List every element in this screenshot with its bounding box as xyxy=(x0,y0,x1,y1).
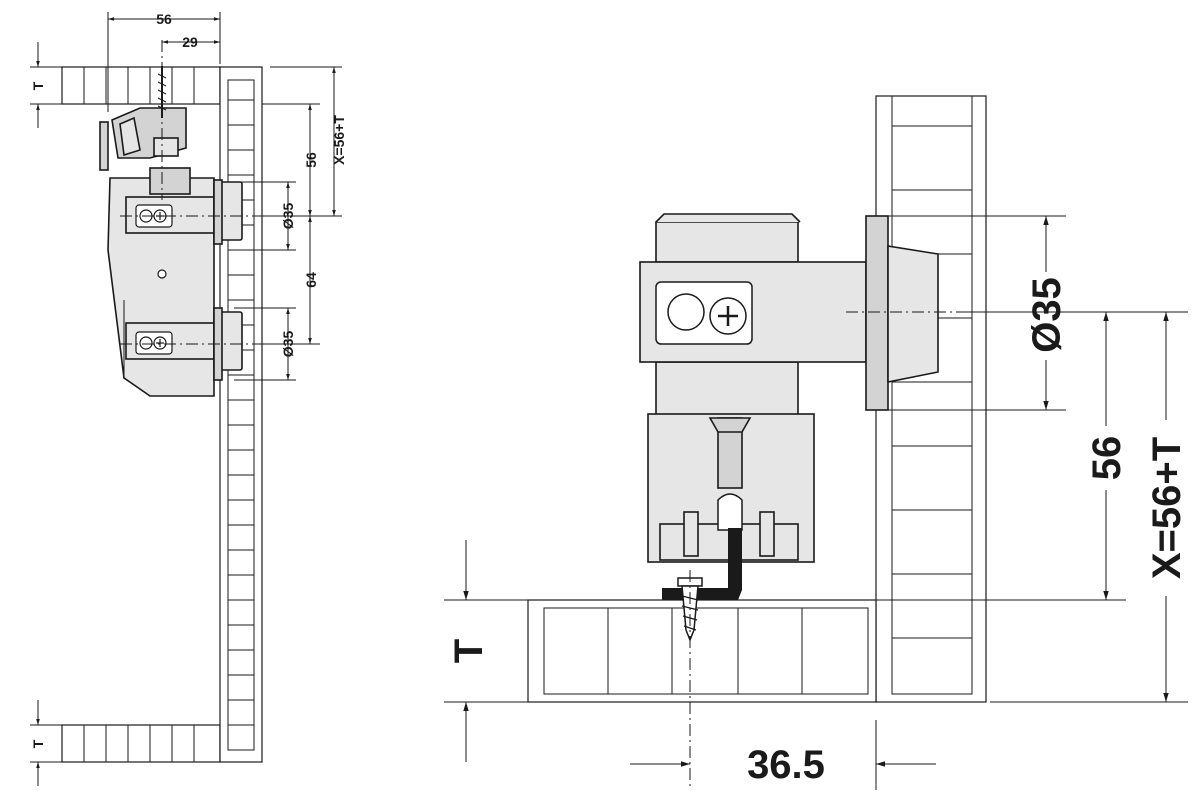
left-dim-56: 56 xyxy=(156,11,172,27)
right-dim-36-5: 36.5 xyxy=(747,743,825,787)
right-dimensions: Ø35 56 X=56+T T 36.5 xyxy=(444,215,1189,790)
right-side-panel xyxy=(875,95,987,703)
left-dim-56-vertical: 56 xyxy=(303,152,319,168)
left-dim-bore-bottom: Ø35 xyxy=(280,331,296,358)
right-view: Ø35 56 X=56+T T 36.5 xyxy=(444,95,1189,790)
left-hinge-mounting-bracket xyxy=(99,40,243,397)
left-dim-29: 29 xyxy=(182,34,198,50)
lower-keyhole-icon xyxy=(135,331,173,355)
right-dim-x: X=56+T xyxy=(1145,437,1189,579)
left-dim-64: 64 xyxy=(303,272,319,288)
right-hinge-mounting-bracket xyxy=(639,213,1000,790)
left-top-panel xyxy=(61,66,221,105)
left-dim-bore-top: Ø35 xyxy=(280,203,296,230)
right-bottom-panel xyxy=(527,599,877,703)
left-dim-t-bottom: T xyxy=(30,739,46,748)
right-dim-t: T xyxy=(447,639,491,663)
left-bottom-panel xyxy=(61,724,221,763)
left-dimensions: 56 29 T T X xyxy=(30,11,347,786)
right-keyhole-icon xyxy=(655,281,753,345)
right-dim-bore: Ø35 xyxy=(1025,277,1069,353)
left-dim-t-top: T xyxy=(30,81,46,90)
right-dim-56: 56 xyxy=(1085,436,1129,481)
left-view: 56 29 T T X xyxy=(30,11,347,786)
left-side-panel xyxy=(219,66,263,763)
left-dim-x: X=56+T xyxy=(331,115,347,165)
